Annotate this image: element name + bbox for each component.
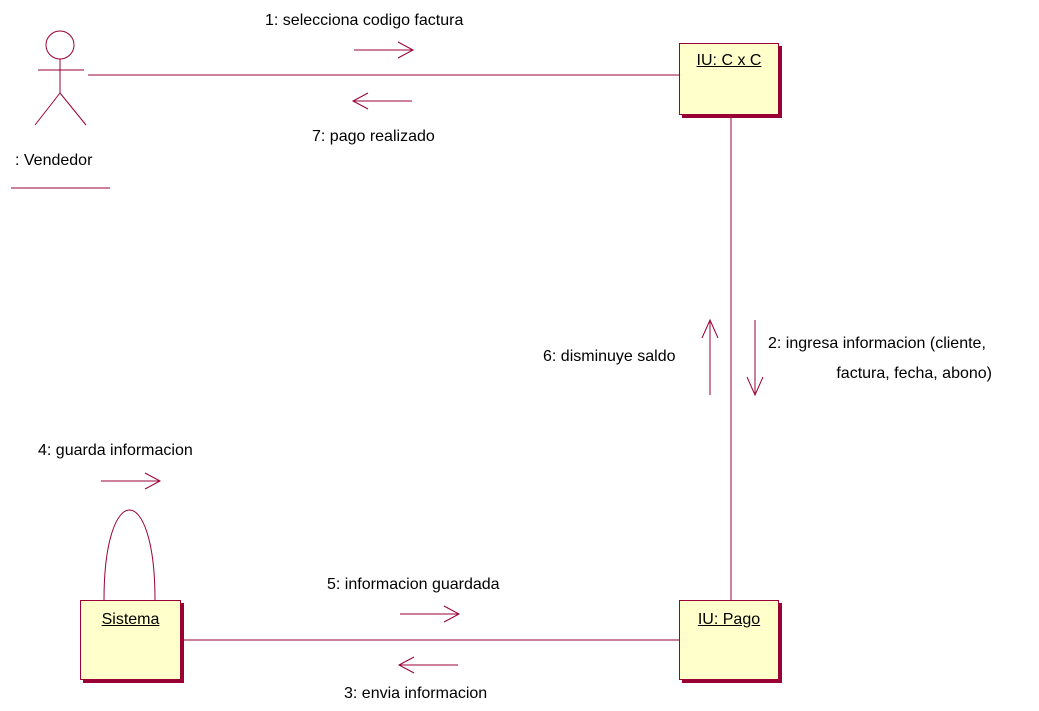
message-1-label: 1: selecciona codigo factura (265, 12, 464, 29)
message-7-label: 7: pago realizado (312, 128, 435, 145)
message-3-label: 3: envia informacion (344, 685, 488, 702)
object-sistema-label: Sistema (101, 611, 160, 628)
message-5-label: 5: informacion guardada (327, 576, 500, 593)
object-iu-cxc-label: IU: C x C (696, 52, 762, 69)
arrow-m7 (351, 92, 412, 110)
arrow-m6 (701, 318, 719, 395)
arrow-m5 (400, 605, 461, 623)
arrow-m4 (101, 472, 162, 490)
message-2-label-line1: 2: ingresa informacion (cliente, (768, 335, 986, 352)
actor-name: : Vendedor (15, 152, 93, 169)
object-iu-cxc[interactable]: IU: C x C (679, 43, 779, 115)
object-sistema[interactable]: Sistema (80, 600, 181, 680)
arrow-m1 (354, 41, 415, 59)
message-2-label-line2: factura, fecha, abono) (836, 365, 992, 382)
self-link-sistema (103, 509, 156, 601)
arrow-m2 (746, 320, 764, 397)
actor-figure (11, 30, 110, 189)
message-4-label: 4: guarda informacion (38, 442, 193, 459)
message-6-label: 6: disminuye saldo (543, 348, 676, 365)
object-iu-pago-label: IU: Pago (697, 611, 761, 628)
arrow-m3 (397, 656, 458, 674)
object-iu-pago[interactable]: IU: Pago (679, 600, 779, 680)
